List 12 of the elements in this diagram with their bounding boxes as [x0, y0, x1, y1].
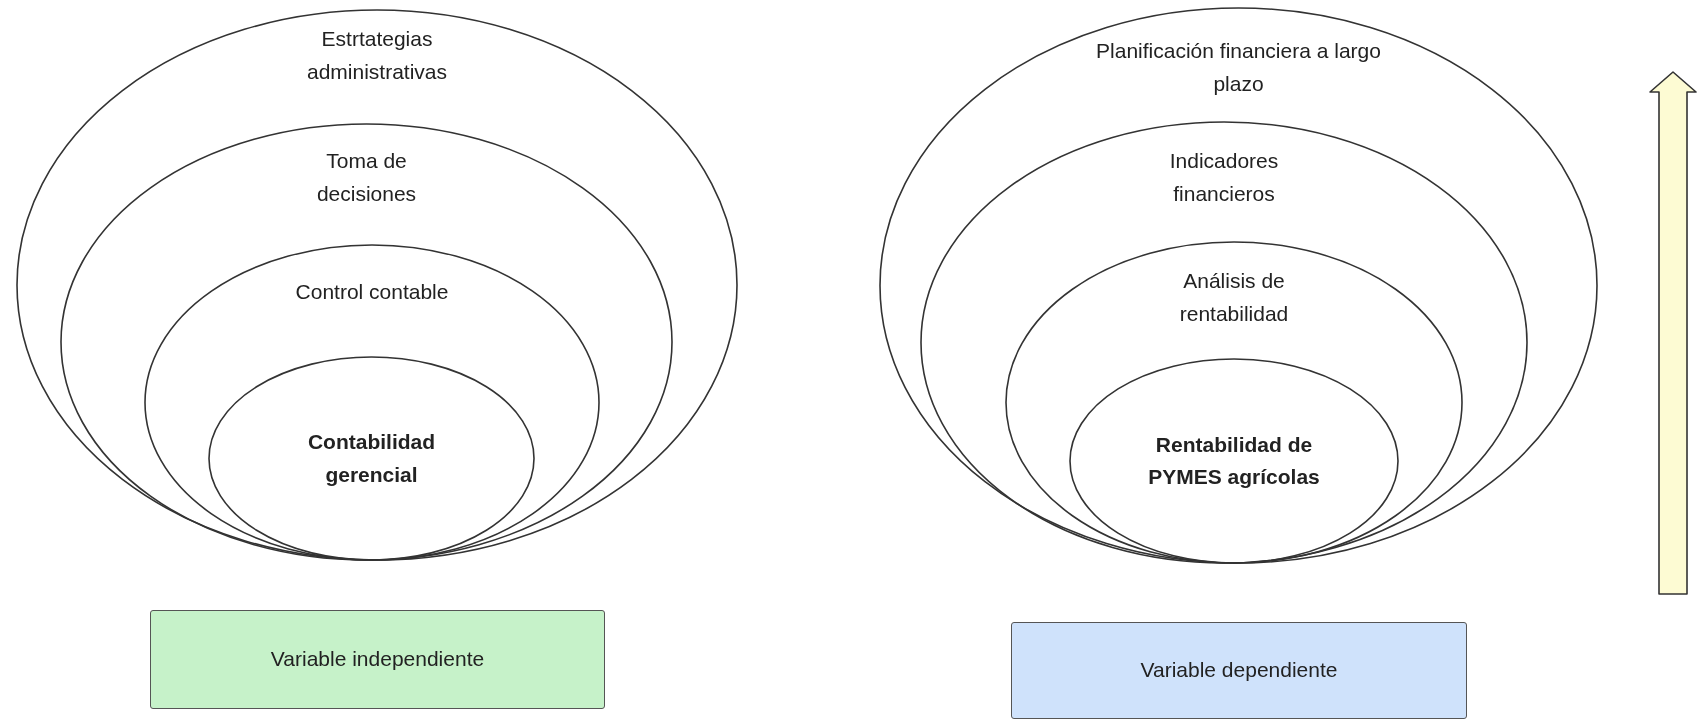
node-label: Toma de decisiones — [315, 148, 418, 207]
box-label: Variable independiente — [270, 646, 485, 673]
node-label: Análisis de rentabilidad — [1178, 268, 1290, 327]
node-label: Rentabilidad de PYMES agrícolas — [1147, 431, 1321, 491]
variable-box — [150, 610, 605, 709]
node-label: Planificación financiera a largo plazo — [1095, 38, 1382, 97]
node-label: Control contable — [294, 279, 450, 305]
variable-box — [1011, 622, 1467, 719]
node-label: Contabilidad gerencial — [306, 429, 437, 488]
node-label: Indicadores financieros — [1168, 148, 1280, 207]
node-label: Estrtategias administrativas — [305, 26, 449, 85]
box-label: Variable dependiente — [1140, 657, 1338, 684]
